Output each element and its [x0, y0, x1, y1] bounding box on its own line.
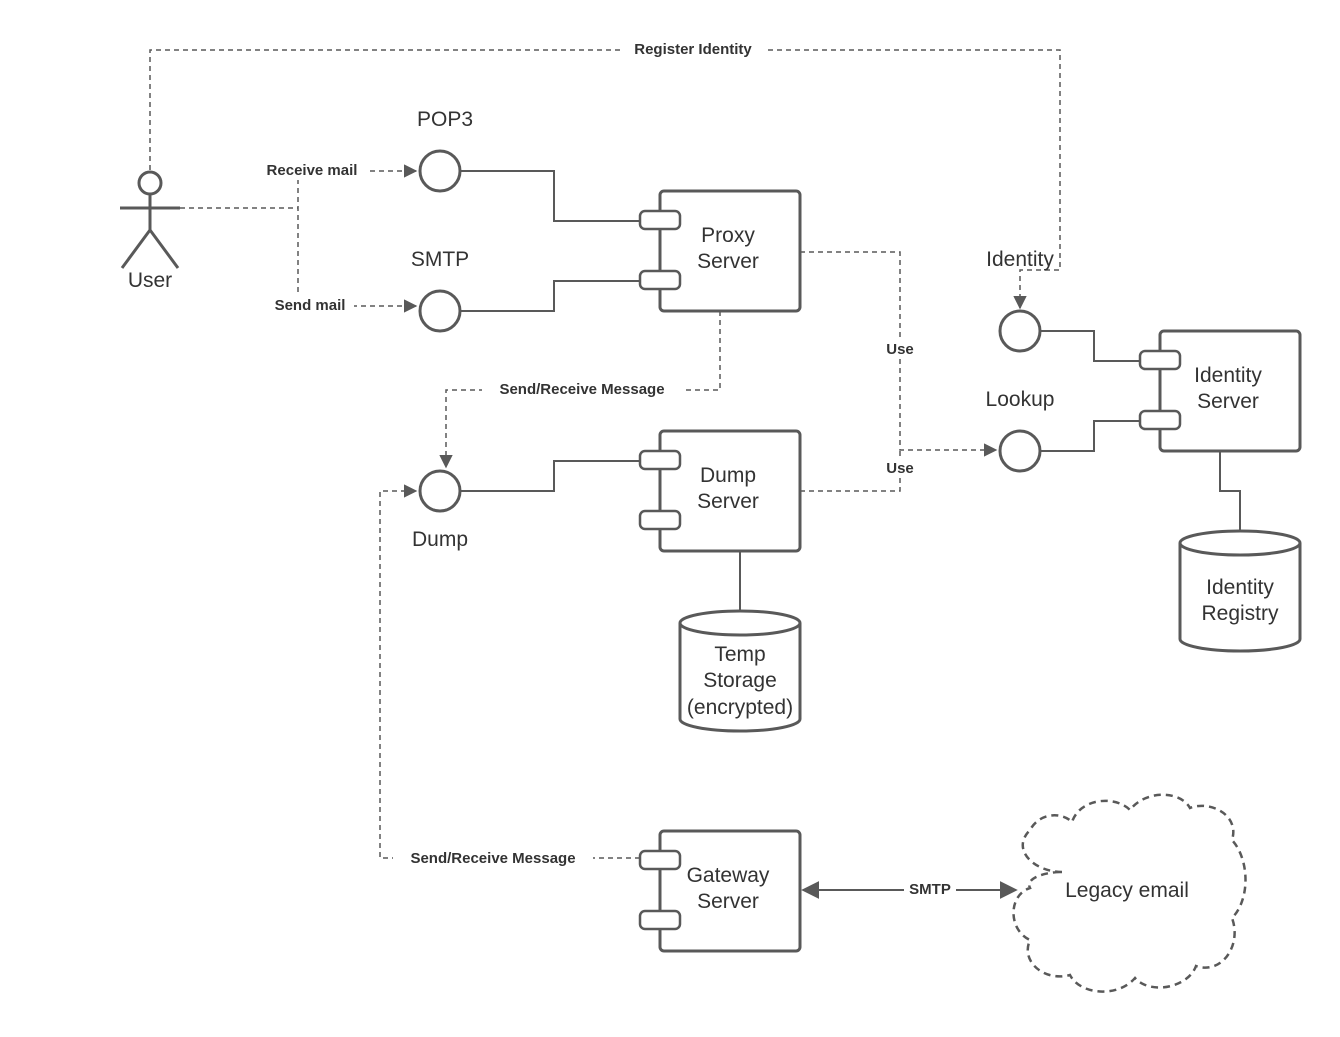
edge-label-receive-mail: Receive mail: [267, 162, 358, 179]
edge-label-send-receive-gateway: Send/Receive Message: [410, 850, 575, 867]
interface-lookup[interactable]: Lookup: [986, 388, 1055, 473]
wire-dump-dumpserver: [461, 460, 640, 492]
component-identity-server[interactable]: Identity Server: [1138, 329, 1302, 453]
edge-register-identity: [149, 49, 1061, 310]
interface-lookup-label: Lookup: [986, 388, 1055, 411]
interface-dump-label: Dump: [412, 528, 468, 551]
interface-smtp-label: SMTP: [411, 248, 469, 271]
interface-smtp[interactable]: SMTP: [411, 248, 469, 333]
interface-pop3-label: POP3: [417, 108, 473, 131]
component-dump-label-1: Dump: [700, 464, 756, 487]
legacy-email-label: Legacy email: [1065, 879, 1189, 902]
port-icon: [1138, 349, 1182, 371]
wire-identity-identityserver: [1041, 330, 1140, 362]
component-gateway-box: [658, 829, 802, 953]
component-proxy-label-2: Server: [697, 250, 759, 273]
edge-label-smtp-legacy: SMTP: [909, 881, 951, 898]
cylinder-rim: [1178, 542, 1302, 557]
interface-smtp-circle: [418, 289, 462, 333]
actor-head: [137, 170, 163, 196]
component-dump-box: [658, 429, 802, 553]
port-icon: [1138, 409, 1182, 431]
cylinder-rim: [678, 622, 802, 637]
edge-labels: Register Identity Receive mail Send mail…: [256, 39, 956, 899]
component-identity-box: [1158, 329, 1302, 453]
component-gateway-label-2: Server: [697, 890, 759, 913]
edge-label-send-receive-proxy: Send/Receive Message: [499, 381, 664, 398]
interface-lookup-circle: [998, 429, 1042, 473]
interface-identity-circle: [998, 309, 1042, 353]
wire-pop3-proxy: [461, 170, 640, 222]
port-icon: [638, 449, 682, 471]
interface-dump-circle: [418, 469, 462, 513]
port-icon: [638, 509, 682, 531]
store-temp-storage[interactable]: Temp Storage (encrypted): [678, 609, 802, 733]
edge-label-register-identity: Register Identity: [634, 41, 752, 58]
port-icon: [638, 849, 682, 871]
component-identity-label-1: Identity: [1194, 364, 1262, 387]
component-gateway-label-1: Gateway: [687, 864, 770, 887]
port-icon: [638, 909, 682, 931]
store-identity-registry[interactable]: Identity Registry: [1178, 529, 1302, 653]
user-actor[interactable]: User: [120, 170, 180, 292]
component-proxy-label-1: Proxy: [701, 224, 755, 247]
cloud-shape: [1012, 793, 1247, 993]
edge-label-use-proxy: Use: [886, 341, 914, 358]
edge-label-send-mail: Send mail: [275, 297, 346, 314]
interface-dump[interactable]: Dump: [412, 469, 468, 551]
wire-smtp-proxy: [461, 280, 640, 312]
store-temp-label-1: Temp: [714, 643, 765, 666]
actor-body: [120, 194, 180, 269]
wire-lookup-identityserver: [1041, 420, 1140, 452]
interface-pop3[interactable]: POP3: [417, 108, 473, 193]
edge-label-use-dump: Use: [886, 460, 914, 477]
component-gateway-server[interactable]: Gateway Server: [638, 829, 802, 953]
component-identity-label-2: Server: [1197, 390, 1259, 413]
store-registry-label-1: Identity: [1206, 576, 1274, 599]
wire-identityserver-registry: [1219, 451, 1241, 531]
interface-identity-label: Identity: [986, 248, 1054, 271]
interface-identity[interactable]: Identity: [986, 248, 1054, 353]
store-temp-label-2: Storage: [703, 669, 777, 692]
component-dump-server[interactable]: Dump Server: [638, 429, 802, 553]
actor-label: User: [128, 269, 172, 292]
port-icon: [638, 269, 682, 291]
store-registry-label-2: Registry: [1201, 602, 1279, 625]
external-legacy-email[interactable]: Legacy email: [1012, 793, 1247, 993]
component-dump-label-2: Server: [697, 490, 759, 513]
component-proxy-server[interactable]: Proxy Server: [638, 189, 802, 313]
component-proxy-box: [658, 189, 802, 313]
cylinder-body: [1178, 529, 1302, 653]
cylinder-body: [678, 609, 802, 733]
port-icon: [638, 209, 682, 231]
edge-user-trunk: [180, 170, 299, 306]
store-temp-label-3: (encrypted): [687, 696, 793, 719]
interface-pop3-circle: [418, 149, 462, 193]
